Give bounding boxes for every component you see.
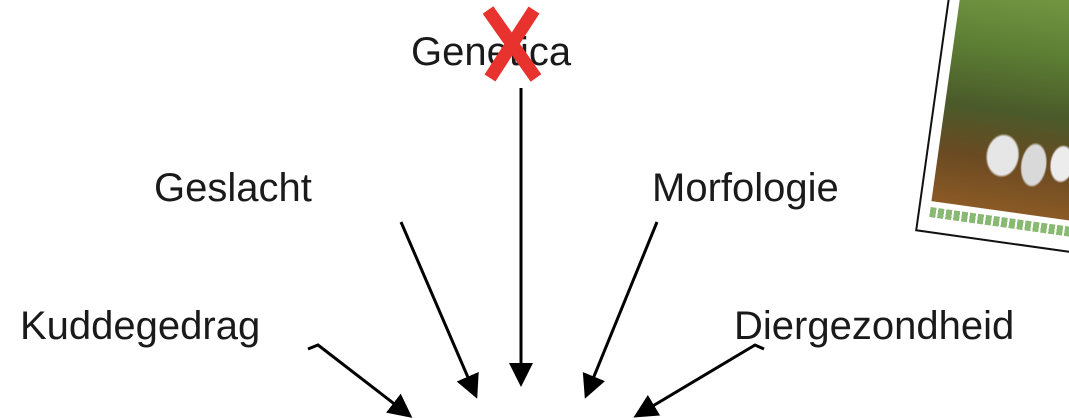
arrow-morfologie [582,221,659,399]
arrow-kuddegedrag [307,343,413,418]
label-geslacht: Geslacht [154,166,312,210]
sheep-herd-photo [931,0,1069,231]
label-diergezondheid: Diergezondheid [734,304,1015,348]
label-morfologie: Morfologie [652,166,839,210]
label-kuddegedrag: Kuddegedrag [20,304,261,348]
arrow-geslacht [399,221,479,399]
red-x-icon [482,6,542,82]
arrow-diergezondheid [633,343,765,418]
